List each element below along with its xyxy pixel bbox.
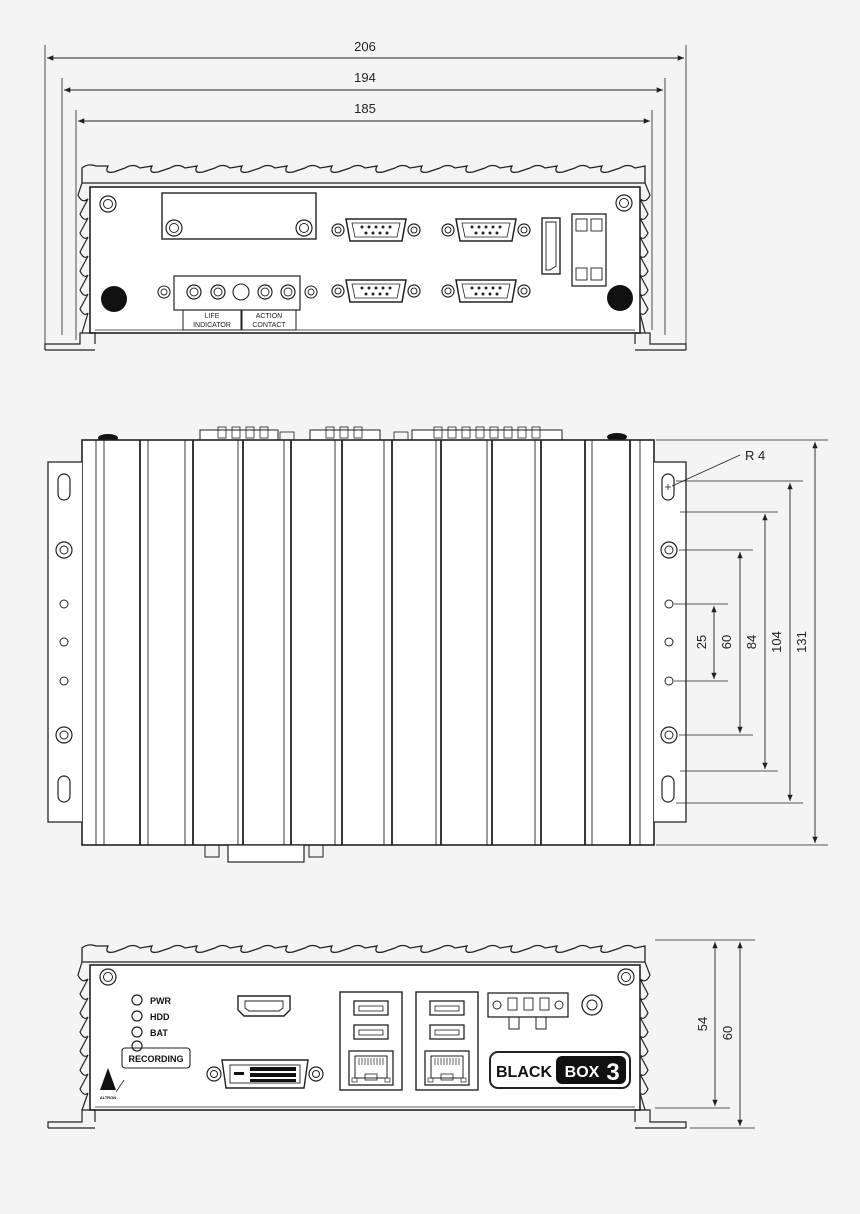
led-pwr-label: PWR	[150, 996, 171, 1006]
top-view	[47, 426, 828, 863]
dim-60-top: 60	[719, 635, 734, 649]
radius-label: R 4	[745, 448, 765, 463]
dim-104: 104	[769, 631, 784, 653]
life-label-2: INDICATOR	[193, 322, 231, 329]
led-bat-label: BAT	[150, 1028, 168, 1038]
brand-black: BLACK	[496, 1064, 552, 1081]
rear-view	[47, 939, 755, 1129]
dim-25: 25	[694, 635, 709, 649]
altron-logo: ALTRON	[100, 1095, 116, 1100]
dim-185: 185	[354, 101, 376, 116]
dim-84: 84	[744, 635, 759, 649]
dim-131: 131	[794, 631, 809, 653]
dim-54: 54	[695, 1017, 710, 1031]
dim-194: 194	[354, 70, 376, 85]
life-label-1: LIFE	[205, 313, 220, 320]
action-label-1: ACTION	[256, 313, 282, 320]
dim-206: 206	[354, 39, 376, 54]
led-hdd-label: HDD	[150, 1012, 170, 1022]
action-label-2: CONTACT	[252, 322, 286, 329]
recording-label: RECORDING	[128, 1054, 183, 1064]
dim-60-rear: 60	[720, 1026, 735, 1040]
brand-box: BOX	[565, 1064, 600, 1081]
front-view	[44, 45, 687, 351]
brand-number: 3	[606, 1059, 619, 1086]
